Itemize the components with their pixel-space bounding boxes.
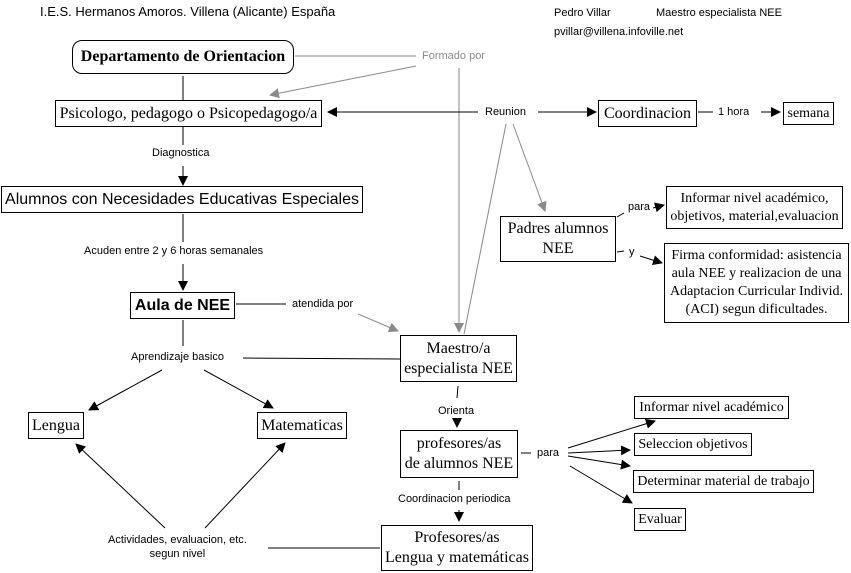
author-email: pvillar@villena.infoville.net (554, 26, 684, 38)
node-informar-nivel[interactable]: Informar nivel académico (634, 396, 789, 419)
node-lengua[interactable]: Lengua (28, 412, 84, 439)
node-aula-nee[interactable]: Aula de NEE (130, 292, 235, 319)
node-firma-conformidad[interactable]: Firma conformidad: asistencia aula NEE y… (664, 243, 849, 323)
label-diagnostica: Diagnostica (152, 146, 210, 160)
edge-actividades-lengua (75, 443, 166, 529)
edge-atendida-maestro (357, 313, 399, 333)
edge-para-informar (652, 202, 665, 213)
edge-aprendizaje-lengua (88, 369, 163, 411)
node-profesores-nee[interactable]: profesores/as de alumnos NEE (400, 430, 518, 478)
author-name: Pedro Villar (554, 7, 611, 19)
node-seleccion-objetivos[interactable]: Seleccion objetivos (634, 433, 752, 456)
node-maestro-especialista[interactable]: Maestro/a especialista NEE (400, 335, 517, 382)
label-para-profesores: para (537, 446, 560, 460)
node-profesores-lengua-mat[interactable]: Profesores/as Lengua y matemáticas (381, 525, 533, 571)
label-atendida-por: atendida por (292, 297, 354, 311)
node-matematicas[interactable]: Matematicas (257, 412, 347, 439)
edge-formado-psicologo (269, 65, 417, 99)
label-reunion: Reunion (485, 105, 526, 119)
institution-title: I.E.S. Hermanos Amoros. Villena (Alicant… (40, 4, 336, 19)
author-role: Maestro especialista NEE (656, 7, 782, 19)
label-y: y (629, 245, 635, 259)
edge-padres-para (616, 212, 625, 218)
label-coordinacion-periodica: Coordinacion periodica (398, 492, 511, 506)
edge-para-informar-nivel (567, 418, 656, 449)
node-semana[interactable]: semana (783, 102, 834, 125)
node-psicologo[interactable]: Psicologo, pedagogo o Psicopedagogo/a (55, 100, 322, 127)
node-informar-padres[interactable]: Informar nivel académico, objetivos, mat… (666, 186, 843, 229)
edge-para-determinar (567, 455, 631, 470)
edge-para-evaluar (569, 465, 633, 504)
label-aprendizaje-basico: Aprendizaje basico (131, 350, 224, 364)
label-acuden: Acuden entre 2 y 6 horas semanales (84, 244, 264, 258)
edge-para-seleccion (567, 445, 631, 456)
node-alumnos-nee[interactable]: Alumnos con Necesidades Educativas Espec… (1, 186, 363, 213)
edge-padres-y (616, 250, 625, 253)
edge-aprendizaje-matematicas (203, 369, 274, 409)
node-determinar-material[interactable]: Determinar material de trabajo (633, 470, 814, 493)
edge-reunion-padres (512, 123, 547, 212)
node-departamento-orientacion[interactable]: Departamento de Orientacion (72, 40, 294, 74)
edge-y-firma (639, 255, 663, 266)
node-padres-alumnos[interactable]: Padres alumnos NEE (500, 216, 616, 262)
label-actividades: Actividades, evaluacion, etc. segun nive… (108, 533, 247, 561)
node-evaluar[interactable]: Evaluar (634, 508, 686, 531)
label-orienta: Orienta (438, 404, 475, 418)
label-para-padres: para (628, 200, 651, 214)
node-coordinacion[interactable]: Coordinacion (598, 100, 697, 127)
label-formado-por: Formado por (422, 49, 485, 63)
edge-reunion-maestro (463, 123, 507, 335)
edge-actividades-matematicas (204, 442, 286, 529)
edge-maestro-orienta (456, 385, 459, 399)
edge-aprendizaje-maestro (242, 357, 401, 360)
label-1-hora: 1 hora (718, 105, 750, 119)
